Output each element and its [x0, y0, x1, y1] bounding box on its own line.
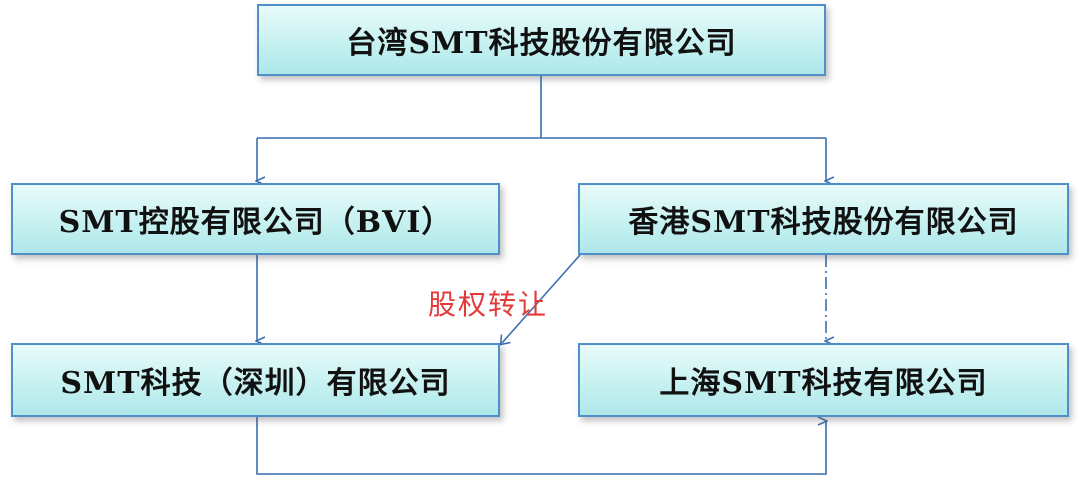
- node-label: 台湾SMT科技股份有限公司: [346, 26, 737, 61]
- equity-transfer-label: 股权转让: [428, 288, 549, 321]
- node-smt-holding-bvi: SMT控股有限公司（BVI）: [11, 183, 500, 255]
- node-smt-shenzhen: SMT科技（深圳）有限公司: [11, 343, 500, 417]
- node-label: 上海SMT科技有限公司: [659, 366, 988, 401]
- node-hongkong-smt: 香港SMT科技股份有限公司: [578, 183, 1069, 255]
- arrow-shenzhen-to-shanghai: [256, 417, 826, 475]
- node-taiwan-smt: 台湾SMT科技股份有限公司: [257, 4, 826, 76]
- arrow-hk-to-shenzhen-transfer: [499, 254, 581, 346]
- node-label: 香港SMT科技股份有限公司: [628, 205, 1019, 240]
- node-shanghai-smt: 上海SMT科技有限公司: [578, 343, 1069, 417]
- node-label: SMT科技（深圳）有限公司: [60, 366, 451, 401]
- node-label: SMT控股有限公司（BVI）: [58, 205, 453, 240]
